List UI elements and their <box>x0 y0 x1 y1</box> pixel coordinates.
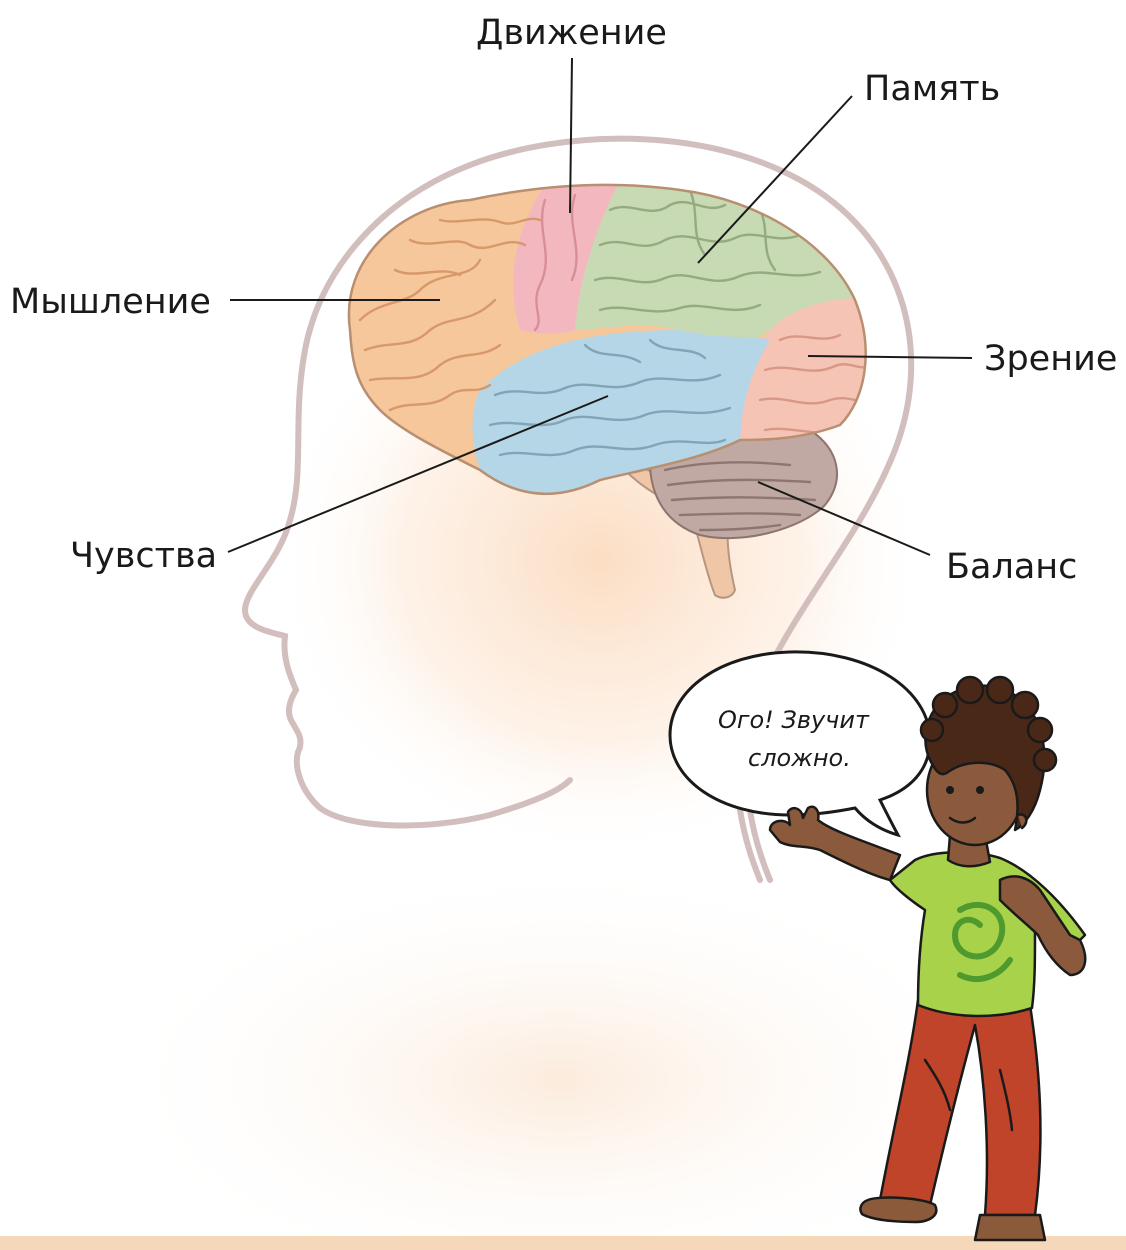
label-movement: Движение <box>476 13 667 53</box>
speech-bubble-line1: Ого! Звучит <box>718 706 870 734</box>
label-memory: Память <box>864 69 1000 109</box>
label-balance: Баланс <box>946 547 1077 587</box>
speech-bubble-line2: сложно. <box>748 744 851 772</box>
label-thinking: Мышление <box>10 282 211 322</box>
label-vision: Зрение <box>984 339 1117 379</box>
label-feelings: Чувства <box>70 536 217 576</box>
